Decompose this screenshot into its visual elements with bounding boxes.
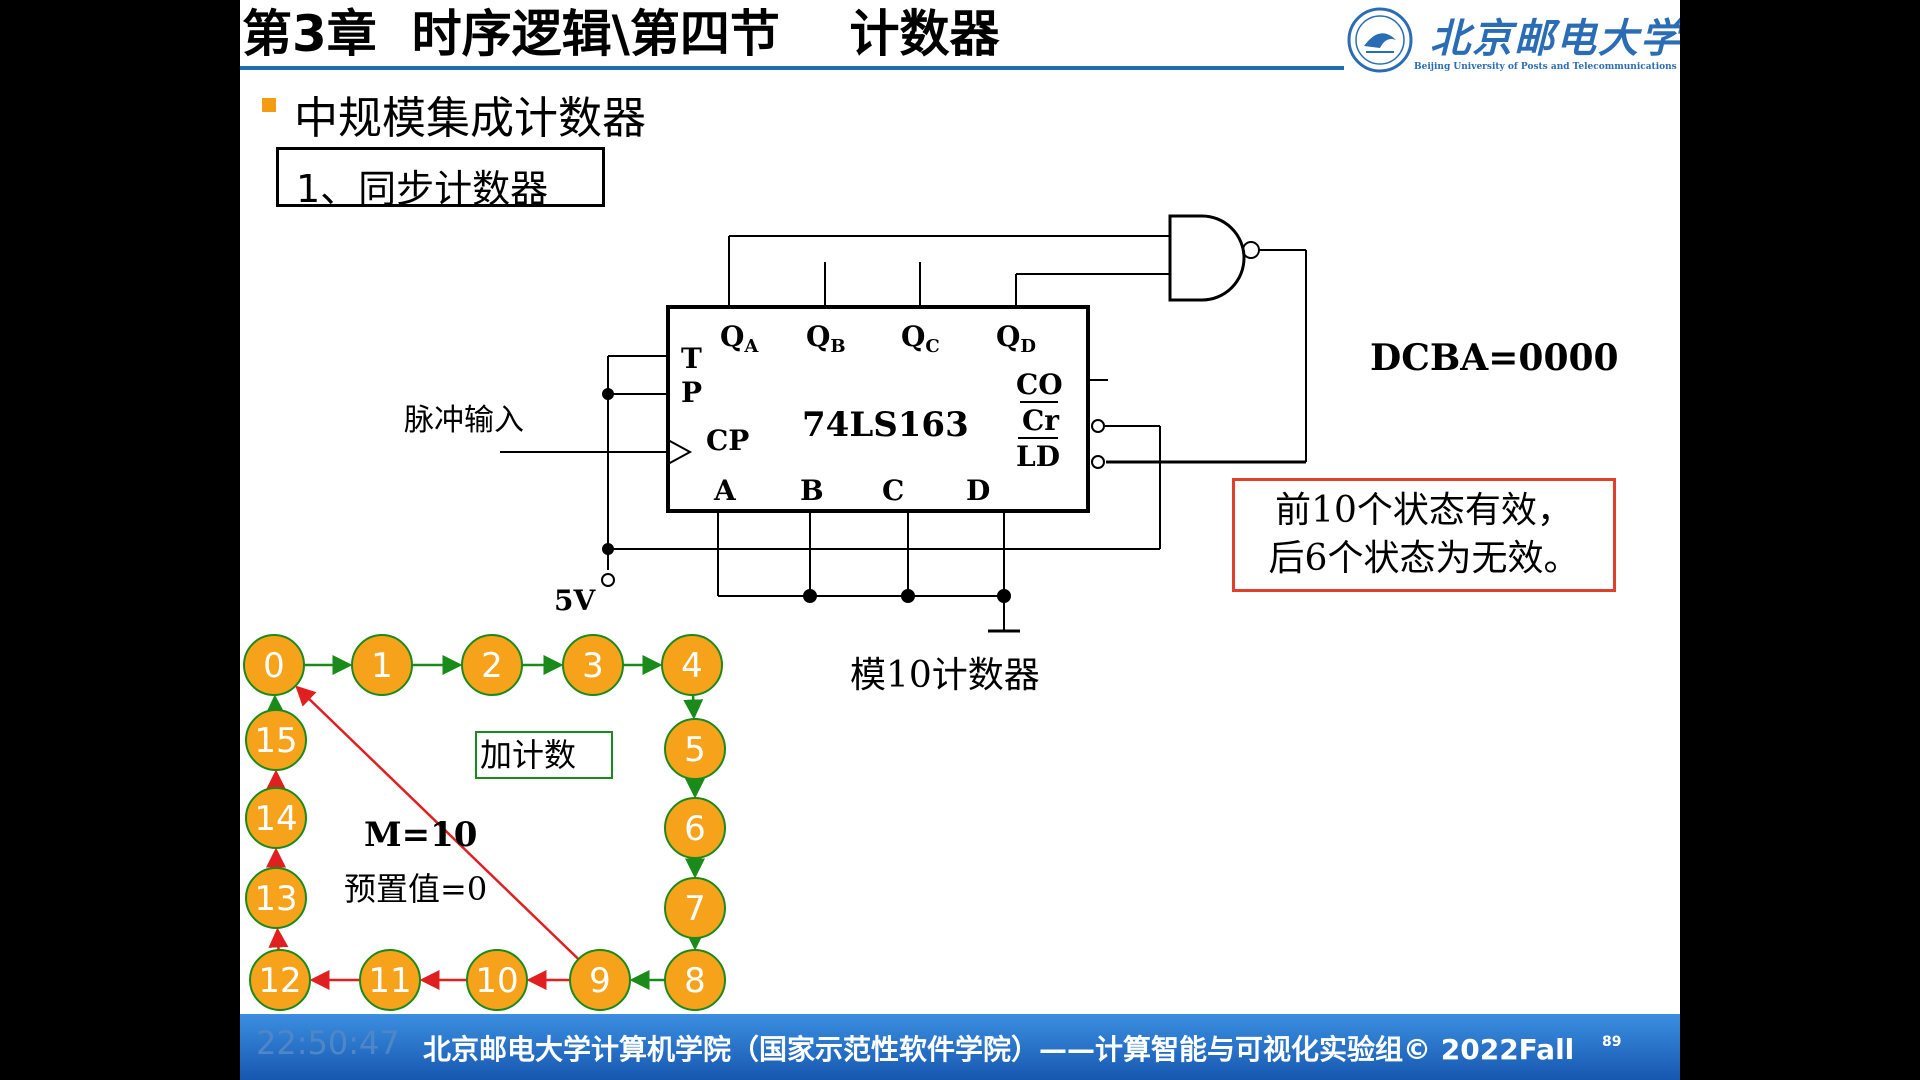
a-pin-label: A xyxy=(713,474,737,507)
logo-subtitle: Beijing University of Posts and Telecomm… xyxy=(1414,62,1677,72)
pulse-label: 脉冲输入 xyxy=(404,403,524,438)
state-node xyxy=(562,634,624,696)
chip-pins xyxy=(500,214,1307,633)
reset-arrow xyxy=(295,685,580,961)
university-logo: 北京邮电大学 Beijing University of Posts and T… xyxy=(1344,4,1680,74)
cp-pin-label: CP xyxy=(706,424,749,457)
page-number: 89 xyxy=(1602,1034,1622,1050)
qc-label: QC xyxy=(901,320,940,357)
state-label: 2 xyxy=(481,646,503,686)
ld-pin-label: LD xyxy=(1016,440,1060,473)
state-label: 0 xyxy=(263,646,285,686)
invalid-transition-arrow xyxy=(268,927,289,951)
c-pin-label: C xyxy=(882,474,904,507)
state-node xyxy=(569,949,631,1011)
state-node xyxy=(351,634,413,696)
state-node xyxy=(466,949,528,1011)
state-label: 10 xyxy=(475,961,518,1001)
logo-text: 北京邮电大学 xyxy=(1430,15,1680,62)
b-pin-label: B xyxy=(800,474,824,507)
state-node xyxy=(664,877,726,939)
state-node xyxy=(661,634,723,696)
state-label: 3 xyxy=(582,646,604,686)
slide: 第3章 时序逻辑\第四节 计数器 北京邮电大学 Beijing Universi… xyxy=(240,0,1680,1080)
state-label: 14 xyxy=(254,799,297,839)
note-line-1: 前10个状态有效， xyxy=(1275,490,1573,531)
vcc-label: 5V xyxy=(554,584,596,617)
state-label: 6 xyxy=(684,809,706,849)
transition-arrow xyxy=(683,694,704,720)
section-heading: 中规模集成计数器 xyxy=(294,93,646,144)
state-node xyxy=(664,718,726,780)
state-label: 9 xyxy=(589,961,611,1001)
t-pin-label: T xyxy=(681,342,702,375)
bullet-icon xyxy=(262,98,276,112)
mod10-label: 模10计数器 xyxy=(850,655,1040,696)
state-label: 15 xyxy=(254,721,297,761)
chip-body xyxy=(666,305,1090,513)
d-pin-label: D xyxy=(966,474,990,507)
state-label: 8 xyxy=(684,961,706,1001)
title-underline xyxy=(240,66,1344,70)
state-node xyxy=(664,797,726,859)
footer-text: 北京邮电大学计算机学院（国家示范性软件学院）——计算智能与可视化实验组© 202… xyxy=(423,1033,1575,1066)
state-label: 12 xyxy=(258,961,301,1001)
p-pin-label: P xyxy=(681,376,702,409)
footer-bar: 22:50:47 北京邮电大学计算机学院（国家示范性软件学院）——计算智能与可视… xyxy=(240,1014,1680,1080)
state-node xyxy=(461,634,523,696)
state-node xyxy=(245,787,307,849)
clock: 22:50:47 xyxy=(256,1024,400,1062)
m-label: M=10 xyxy=(364,815,477,855)
state-label: 7 xyxy=(684,889,706,929)
count-label-box xyxy=(475,731,613,779)
dcba-label: DCBA=0000 xyxy=(1370,337,1619,379)
state-label: 4 xyxy=(681,646,703,686)
qa-label: QA xyxy=(720,320,759,357)
state-node xyxy=(664,949,726,1011)
note-line-2: 后6个状态为无效。 xyxy=(1268,538,1580,579)
slide-title: 第3章 时序逻辑\第四节 计数器 xyxy=(242,5,1000,63)
qd-label: QD xyxy=(996,320,1036,357)
co-pin-label: CO xyxy=(1016,368,1063,401)
qb-label: QB xyxy=(806,320,846,357)
count-label: 加计数 xyxy=(480,736,576,774)
state-label: 11 xyxy=(368,961,411,1001)
state-label: 13 xyxy=(254,879,297,919)
state-node xyxy=(245,867,307,929)
state-node xyxy=(243,634,305,696)
preset-label: 预置值=0 xyxy=(344,870,487,908)
state-node xyxy=(359,949,421,1011)
state-node xyxy=(249,949,311,1011)
emblem-icon xyxy=(1347,7,1413,73)
state-label: 1 xyxy=(371,646,393,686)
chip-name: 74LS163 xyxy=(802,405,969,445)
subheading-box xyxy=(276,147,605,207)
cr-pin-label: Cr xyxy=(1022,404,1060,437)
state-label: 5 xyxy=(684,730,706,770)
state-node xyxy=(245,709,307,771)
circuit-diagram: QA QB QC QD T P CP 74LS163 CO Cr LD A B … xyxy=(243,214,1307,1011)
subheading: 1、同步计数器 xyxy=(296,167,549,211)
note-box: 前10个状态有效， 后6个状态为无效。 xyxy=(1232,478,1616,592)
